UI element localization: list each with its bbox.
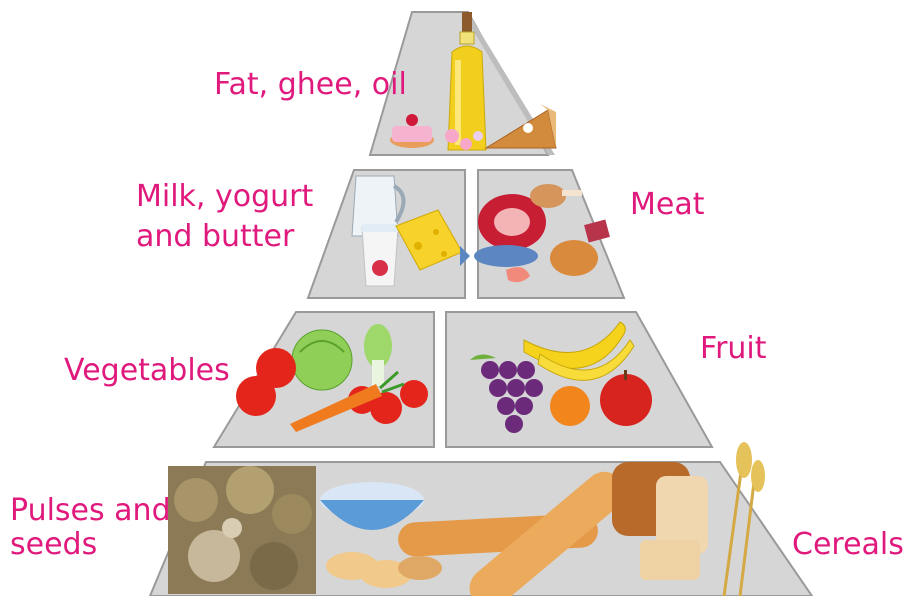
label-milk-line2: and butter [136, 220, 313, 254]
label-fat-ghee-oil: Fat, ghee, oil [214, 68, 407, 102]
label-pulses-and-seeds: Pulses and seeds [10, 494, 171, 562]
label-milk-yogurt-butter: Milk, yogurt and butter [136, 180, 313, 254]
orange-icon [550, 386, 590, 426]
label-vegetables: Vegetables [64, 354, 230, 388]
label-cereals: Cereals [792, 528, 904, 562]
fish-icon [460, 245, 538, 267]
label-pulses-line1: Pulses and [10, 494, 171, 528]
seeds-sack-icon [168, 466, 316, 594]
cabbage-icon [292, 330, 352, 390]
label-milk-line1: Milk, yogurt [136, 180, 313, 214]
label-meat: Meat [630, 188, 705, 222]
yogurt-cup-icon [362, 224, 398, 286]
label-fruit: Fruit [700, 332, 767, 366]
label-pulses-line2: seeds [10, 528, 171, 562]
